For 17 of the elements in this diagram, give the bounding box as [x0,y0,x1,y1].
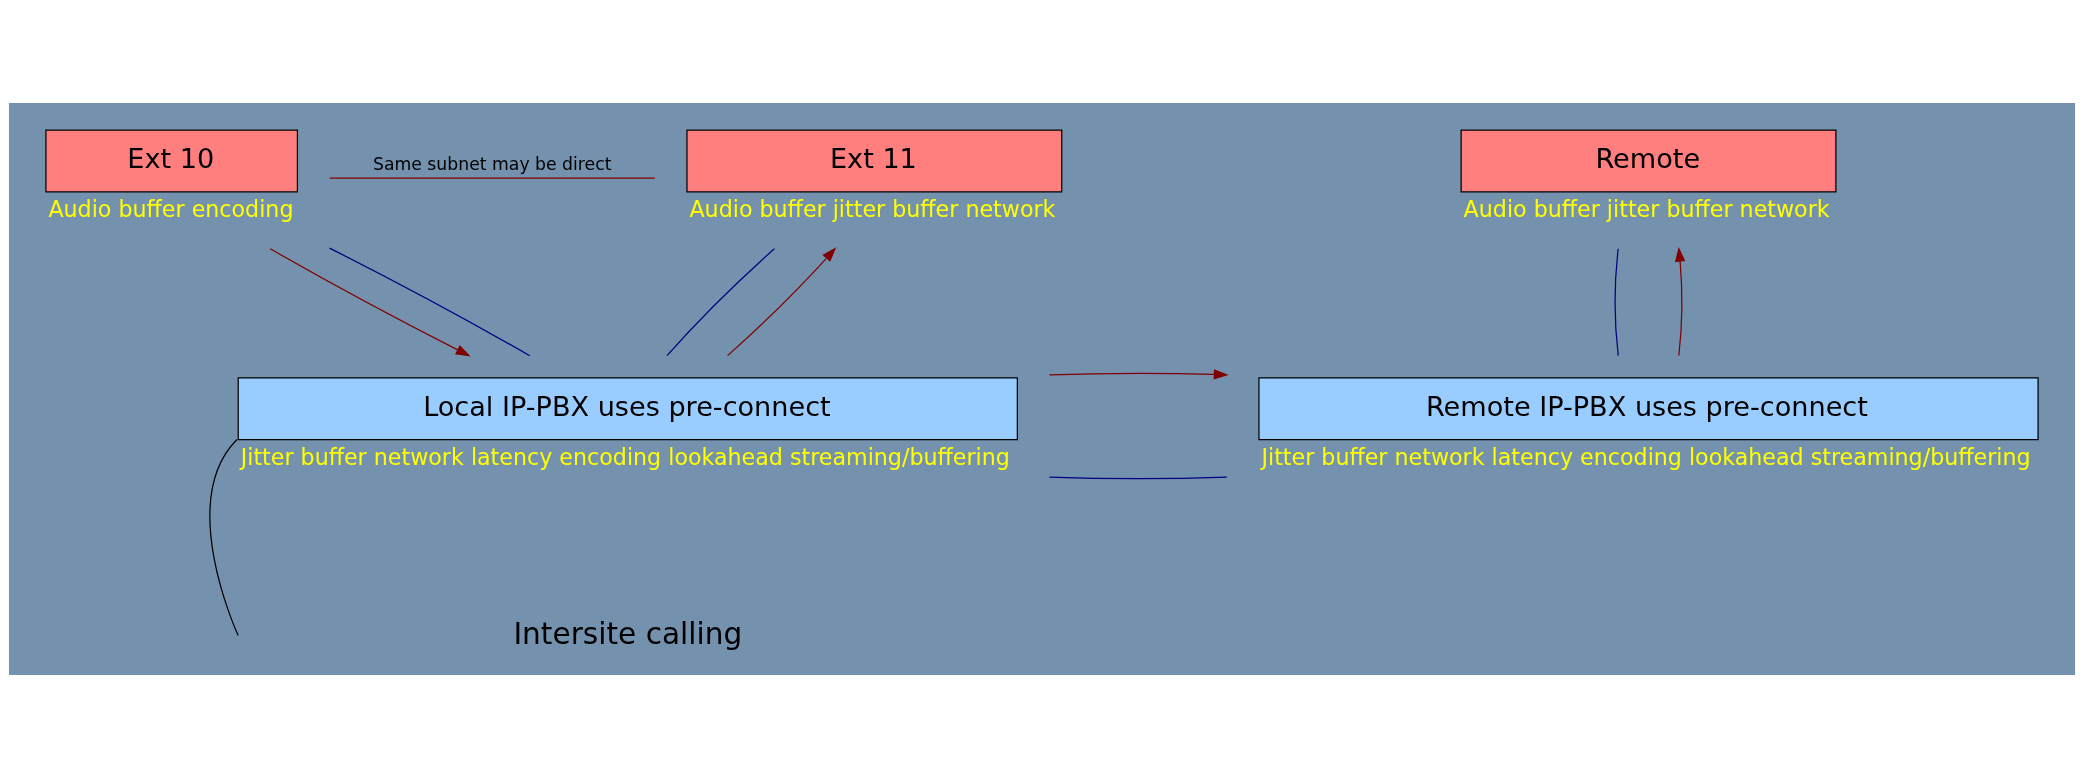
connector [329,177,656,179]
arrow [269,247,471,356]
node-label: Audio buffer jitter buffer network [1463,195,1830,222]
arrow [1048,368,1229,380]
connector [1048,475,1228,479]
connector [1614,247,1619,356]
connector [328,247,531,356]
node-label: Audio buffer encoding [48,195,294,222]
arrow [1675,246,1686,356]
node-label: Jitter buffer network latency encoding lookahead streaming/buffering [240,443,1010,470]
node-label: Jitter buffer network latency encoding lookahead streaming/buffering [1261,443,2031,470]
connector [666,247,775,356]
node-label: Audio buffer jitter buffer network [689,195,1056,222]
label: Intersite calling [513,616,743,651]
arrow [726,246,837,356]
edge-label: Same subnet may be direct [372,153,612,174]
connector [209,438,239,636]
